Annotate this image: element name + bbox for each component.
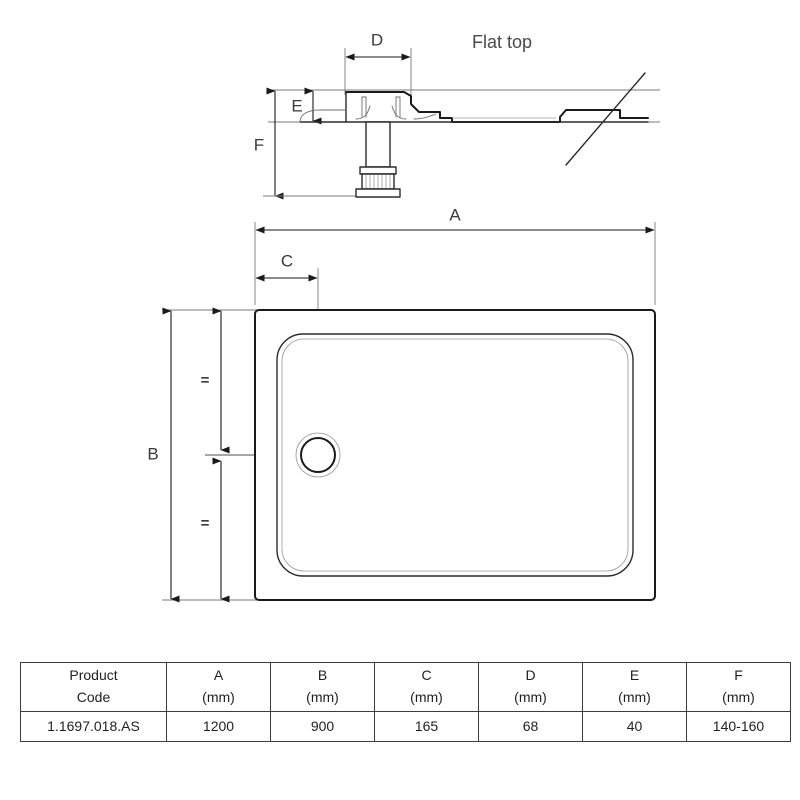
dimension-label-e: E	[291, 96, 302, 115]
header-e-line1: E	[629, 667, 640, 684]
adjustable-leg	[355, 121, 401, 198]
header-f-unit: (mm)	[722, 689, 755, 705]
section-rib-left-fillet	[355, 105, 371, 120]
dimension-label-c: C	[281, 251, 293, 270]
table-row: 1.1697.018.AS 1200 900 165 68 40 140-160	[20, 711, 791, 742]
header-c-line1: C	[421, 667, 432, 684]
tray-outer-outline	[254, 309, 656, 601]
tray-basin-outer-edge	[276, 333, 634, 577]
section-tray-profile	[345, 91, 649, 123]
dimension-label-a: A	[449, 205, 461, 224]
table-header-row: Product Code A (mm) B (mm) C (mm)	[20, 662, 791, 712]
cell-product-code: 1.1697.018.AS	[20, 711, 167, 742]
spec-table-container: Product Code A (mm) B (mm) C (mm)	[20, 662, 791, 742]
header-product-code-line2: Code	[76, 689, 111, 705]
header-cell-c: C (mm)	[374, 662, 479, 712]
header-d-line1: D	[525, 667, 536, 684]
header-cell-d: D (mm)	[478, 662, 583, 712]
plan-view: A C B = =	[147, 205, 656, 603]
header-a-line1: A	[213, 667, 224, 684]
header-product-code-line1: Product	[69, 667, 118, 684]
drain-hole	[300, 437, 336, 473]
equality-mark-lower: =	[201, 515, 210, 532]
specification-table: Product Code A (mm) B (mm) C (mm)	[20, 662, 791, 742]
cell-b: 900	[270, 711, 375, 742]
section-rib-left	[361, 96, 367, 118]
tray-basin-inner-edge	[281, 338, 629, 572]
header-a-unit: (mm)	[202, 689, 235, 705]
header-e-unit: (mm)	[618, 689, 651, 705]
section-rib-right	[395, 96, 401, 118]
leg-post	[365, 121, 391, 168]
cell-c: 165	[374, 711, 479, 742]
cell-a: 1200	[166, 711, 271, 742]
header-d-unit: (mm)	[514, 689, 547, 705]
header-b-line1: B	[317, 667, 328, 684]
header-c-unit: (mm)	[410, 689, 443, 705]
header-cell-a: A (mm)	[166, 662, 271, 712]
leg-adjuster-ribs	[365, 175, 391, 188]
equality-mark-upper: =	[201, 372, 210, 389]
dimension-label-d: D	[371, 30, 383, 49]
cell-f: 140-160	[686, 711, 791, 742]
header-f-line1: F	[734, 667, 743, 684]
header-cell-f: F (mm)	[686, 662, 791, 712]
section-view: D Flat top F E	[254, 30, 660, 200]
note-flat-top: Flat top	[472, 32, 532, 52]
section-break-line	[565, 72, 646, 166]
cell-e: 40	[582, 711, 687, 742]
header-b-unit: (mm)	[306, 689, 339, 705]
cell-d: 68	[478, 711, 583, 742]
header-cell-b: B (mm)	[270, 662, 375, 712]
dimension-label-b: B	[147, 444, 158, 463]
header-cell-product-code: Product Code	[20, 662, 167, 712]
dimension-label-f: F	[254, 135, 264, 154]
section-rib-right-fillet	[391, 105, 407, 120]
section-step-fillet	[413, 113, 437, 120]
section-left-nose	[299, 109, 347, 123]
leg-collar	[359, 166, 397, 175]
leg-base-plate	[355, 188, 401, 198]
header-cell-e: E (mm)	[582, 662, 687, 712]
